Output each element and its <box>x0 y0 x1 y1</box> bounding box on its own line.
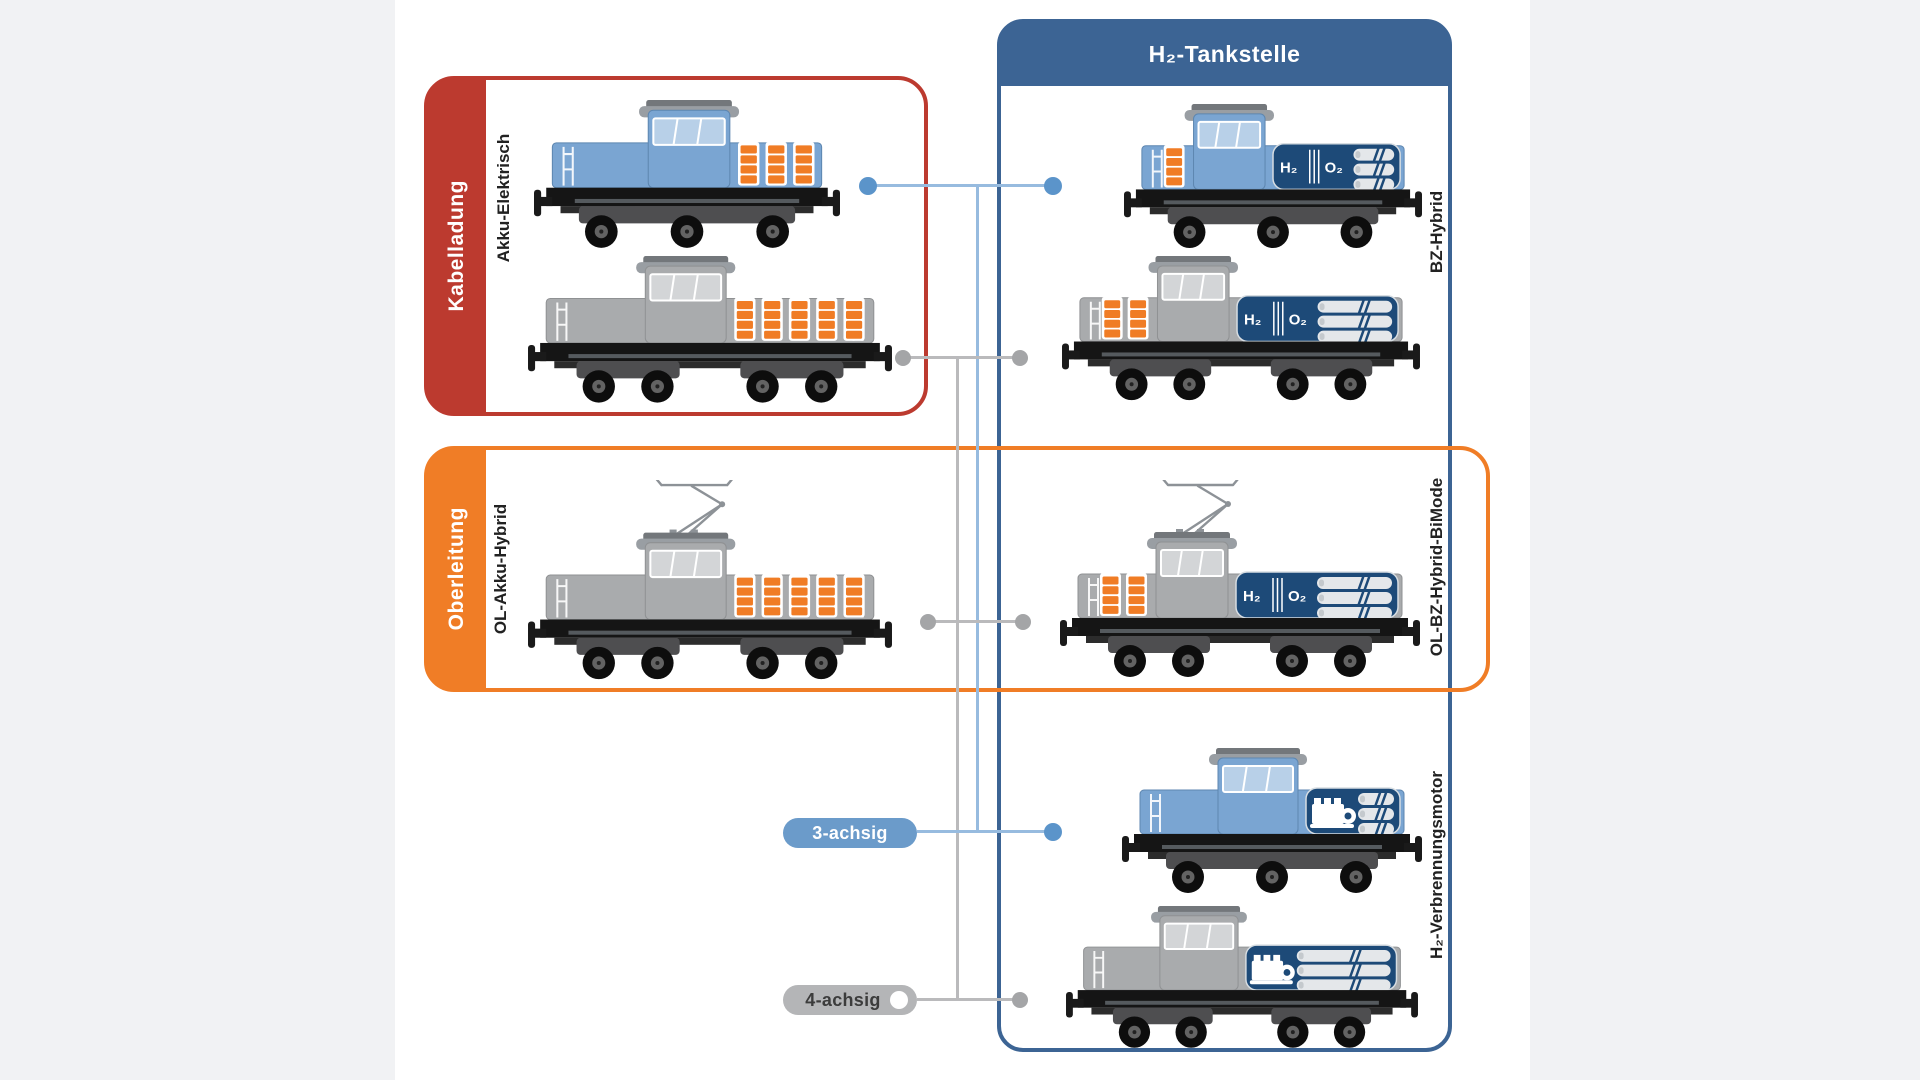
svg-text:H₂: H₂ <box>1244 313 1261 329</box>
group-kabelladung-label: Kabelladung <box>444 180 468 312</box>
svg-text:O₂: O₂ <box>1289 313 1307 329</box>
connector-row3 <box>928 620 1023 623</box>
train-akku-elektrisch-3achsig <box>534 100 840 253</box>
group-h2-tankstelle: H₂-Tankstelle <box>997 19 1452 1052</box>
train-bz-hybrid-4achsig: H₂ O₂ <box>1062 256 1420 405</box>
label-ol-bz-hybrid-bimode: OL-BZ-Hybrid-BiMode <box>1427 477 1446 657</box>
connector-row1 <box>868 184 1053 187</box>
group-h2-tankstelle-header: H₂-Tankstelle <box>1000 22 1449 86</box>
group-h2-tankstelle-title: H₂-Tankstelle <box>1148 40 1301 67</box>
connector-vertical-3achsig <box>976 186 979 832</box>
connector-dot <box>859 177 877 195</box>
connector-dot <box>1012 350 1028 366</box>
train-ol-bz-hybrid-bimode: H₂ O₂ <box>1060 480 1420 682</box>
badge-3-achsig: 3-achsig <box>783 818 917 848</box>
svg-text:H₂: H₂ <box>1243 588 1261 605</box>
train-akku-elektrisch-4achsig <box>528 256 892 408</box>
connector-dot <box>895 350 911 366</box>
label-bz-hybrid: BZ-Hybrid <box>1427 190 1446 274</box>
train-bz-hybrid-3achsig: H₂ O₂ <box>1124 104 1422 253</box>
connector-row4 <box>917 830 1053 833</box>
group-kabelladung: Kabelladung <box>424 76 928 416</box>
train-h2-verbrennungsmotor-3achsig <box>1122 748 1422 898</box>
connector-dot <box>1044 177 1062 195</box>
connector-dot <box>1044 823 1062 841</box>
badge-4-achsig-dot-icon <box>890 991 908 1009</box>
connector-vertical-4achsig <box>956 358 959 1000</box>
badge-4-achsig-label: 4-achsig <box>805 989 881 1010</box>
group-kabelladung-sidebar: Kabelladung <box>427 79 486 413</box>
train-h2-verbrennungsmotor-4achsig <box>1066 906 1418 1053</box>
badge-4-achsig: 4-achsig <box>783 985 917 1015</box>
svg-text:H₂: H₂ <box>1280 161 1297 177</box>
connector-row2 <box>903 356 1020 359</box>
train-ol-akku-hybrid <box>528 480 892 684</box>
label-ol-akku-hybrid: OL-Akku-Hybrid <box>491 503 510 635</box>
connector-dot <box>920 614 936 630</box>
group-oberleitung-label: Oberleitung <box>444 507 468 631</box>
svg-text:O₂: O₂ <box>1288 588 1306 605</box>
badge-3-achsig-label: 3-achsig <box>812 822 888 843</box>
connector-dot <box>1015 614 1031 630</box>
connector-dot <box>1012 992 1028 1008</box>
label-akku-elektrisch: Akku-Elektrisch <box>494 133 513 263</box>
label-h2-verbrennungsmotor: H₂-Verbrennungsmotor <box>1427 771 1446 959</box>
group-oberleitung-sidebar: Oberleitung <box>427 449 486 689</box>
connector-row5 <box>917 998 1020 1001</box>
svg-text:O₂: O₂ <box>1325 161 1343 177</box>
